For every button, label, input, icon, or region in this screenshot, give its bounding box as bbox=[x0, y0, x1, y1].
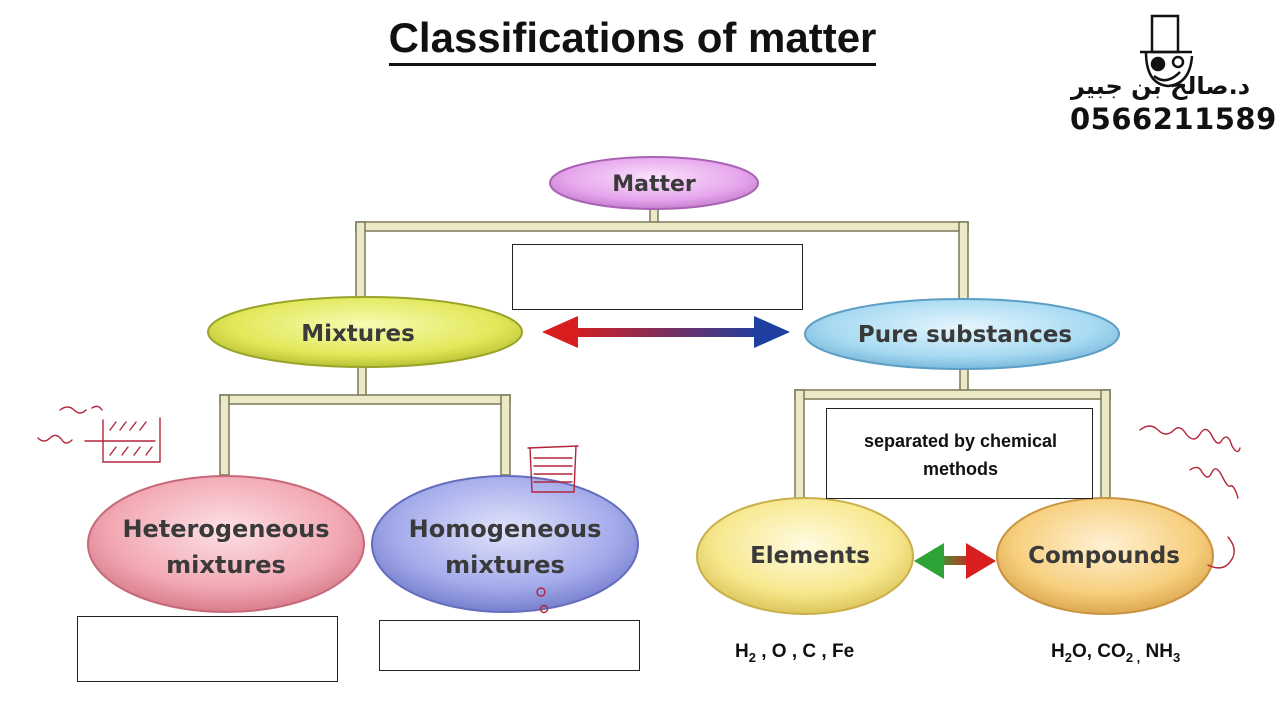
compounds-label: Compounds bbox=[1028, 543, 1180, 569]
page-title: Classifications of matter bbox=[0, 14, 1265, 66]
pure-substances-label: Pure substances bbox=[858, 322, 1072, 348]
homogeneous-label-2: mixtures bbox=[445, 551, 565, 579]
compounds-examples: H2O, CO2 , NH3 bbox=[1051, 641, 1181, 665]
brand-name: د.صالح بن جبير bbox=[1070, 72, 1251, 100]
double-arrow-mixtures-pure bbox=[542, 316, 790, 348]
chemical-methods-text: separated by chemical methods bbox=[863, 431, 1058, 479]
homogeneous-label-1: Homogeneous bbox=[409, 515, 602, 543]
elements-label: Elements bbox=[750, 543, 870, 569]
heterogeneous-node: Heterogeneous mixtures bbox=[87, 475, 365, 613]
heterogeneous-label-2: mixtures bbox=[166, 551, 286, 579]
handwritten-annotations bbox=[37, 405, 1241, 614]
elements-node: Elements bbox=[696, 497, 914, 615]
matter-label: Matter bbox=[612, 172, 696, 197]
top-answer-box[interactable] bbox=[512, 244, 803, 310]
chemical-methods-box[interactable]: separated by chemical methods bbox=[826, 408, 1093, 499]
mascot-logo-icon bbox=[1140, 14, 1194, 88]
elements-examples: H2 , O , C , Fe bbox=[735, 641, 855, 665]
title-text: Classifications of matter bbox=[388, 14, 877, 66]
mixtures-label: Mixtures bbox=[301, 321, 415, 347]
heterogeneous-label-1: Heterogeneous bbox=[122, 515, 329, 543]
pure-substances-node: Pure substances bbox=[804, 298, 1120, 370]
phone-number: 0566211589 bbox=[1070, 102, 1277, 136]
homogeneous-node: Homogeneous mixtures bbox=[371, 475, 639, 613]
heterogeneous-answer-box[interactable] bbox=[77, 616, 338, 682]
homogeneous-answer-box[interactable] bbox=[379, 620, 640, 671]
compounds-node: Compounds bbox=[996, 497, 1214, 615]
beaker-sketch-middle bbox=[527, 445, 579, 614]
matter-node: Matter bbox=[549, 156, 759, 210]
mixtures-node: Mixtures bbox=[207, 296, 523, 368]
double-arrow-elements-compounds bbox=[914, 543, 996, 579]
beaker-sketch-left bbox=[37, 405, 161, 463]
arabic-note-right bbox=[1139, 425, 1241, 569]
